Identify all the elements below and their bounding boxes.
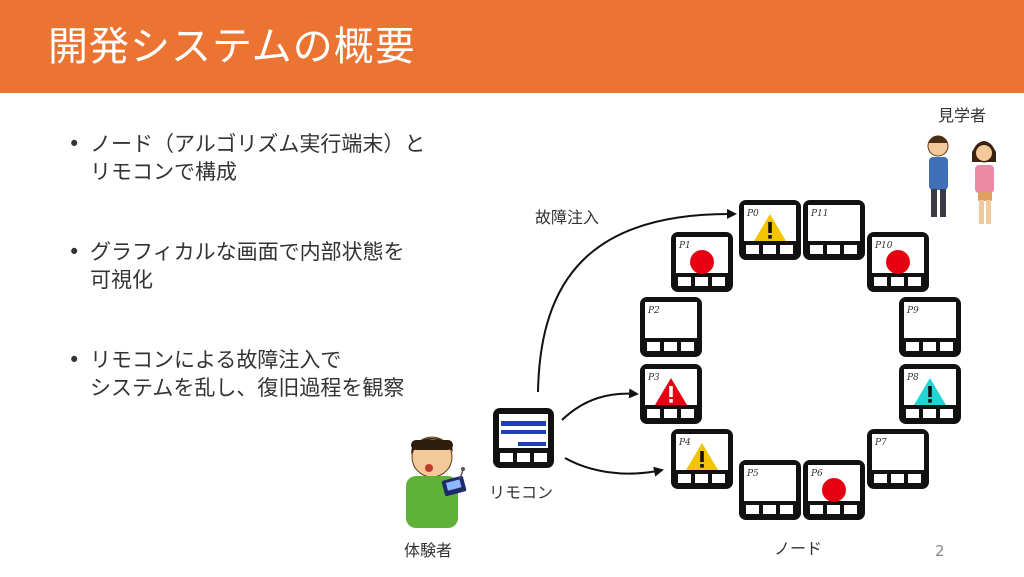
node-p10: P10 — [867, 232, 929, 292]
bullet-list: • ノード（アルゴリズム実行端末）と リモコンで構成 • グラフィカルな画面で内… — [66, 130, 506, 402]
slide-title: 開発システムの概要 — [48, 24, 416, 70]
node-label: P2 — [647, 306, 660, 316]
node-p0: P0 — [739, 200, 801, 260]
node-p2: P2 — [640, 297, 702, 357]
red-dot-icon — [690, 250, 714, 274]
bullet-line: 可視化 — [90, 268, 153, 292]
node-label: P3 — [647, 373, 660, 383]
node-label: P4 — [678, 438, 691, 448]
node-label: P0 — [746, 209, 759, 219]
bullet-line: リモコンで構成 — [90, 160, 237, 184]
node-label: P5 — [746, 469, 759, 479]
title-bar: 開発システムの概要 — [0, 0, 1024, 93]
observers-icon — [927, 135, 996, 224]
label-observers: 見学者 — [938, 106, 987, 125]
node-label: P11 — [810, 209, 829, 219]
node-label: P7 — [874, 438, 887, 448]
fault-injection-arrow — [537, 208, 737, 393]
node-p3: P3 — [640, 364, 702, 424]
warning-icon — [655, 378, 687, 405]
warning-icon — [914, 378, 946, 405]
red-dot-icon — [886, 250, 910, 274]
bullet-line: システムを乱し、復旧過程を観察 — [90, 376, 405, 400]
arrow-to-p3 — [561, 388, 639, 421]
red-dot-icon — [822, 478, 846, 502]
label-nodes: ノード — [774, 539, 823, 558]
bullet-line: リモコンによる故障注入で — [90, 348, 342, 372]
warning-icon — [686, 443, 718, 470]
node-p9: P9 — [899, 297, 961, 357]
node-p4: P4 — [671, 429, 733, 489]
experiencer-icon — [406, 436, 467, 528]
remote-controller-icon — [493, 408, 554, 468]
warning-icon — [754, 214, 786, 241]
bullet-line: ノード（アルゴリズム実行端末）と — [90, 132, 426, 156]
node-label: P9 — [906, 306, 919, 316]
node-label: P8 — [906, 373, 919, 383]
arrow-to-p4 — [564, 457, 664, 477]
bullet-item: • リモコンによる故障注入で システムを乱し、復旧過程を観察 — [66, 346, 506, 402]
node-p6: P6 — [803, 460, 865, 520]
bullet-item: • グラフィカルな画面で内部状態を 可視化 — [66, 238, 506, 294]
node-p7: P7 — [867, 429, 929, 489]
node-p11: P11 — [803, 200, 865, 260]
bullet-item: • ノード（アルゴリズム実行端末）と リモコンで構成 — [66, 130, 506, 186]
node-label: P10 — [874, 241, 893, 251]
bullet-line: グラフィカルな画面で内部状態を — [90, 240, 405, 264]
node-label: P6 — [810, 469, 823, 479]
node-p8: P8 — [899, 364, 961, 424]
label-remote: リモコン — [489, 483, 554, 502]
node-p5: P5 — [739, 460, 801, 520]
label-experiencer: 体験者 — [404, 541, 453, 560]
node-p1: P1 — [671, 232, 733, 292]
page-number: 2 — [935, 542, 945, 560]
label-fault-injection: 故障注入 — [535, 208, 600, 227]
node-label: P1 — [678, 241, 691, 251]
